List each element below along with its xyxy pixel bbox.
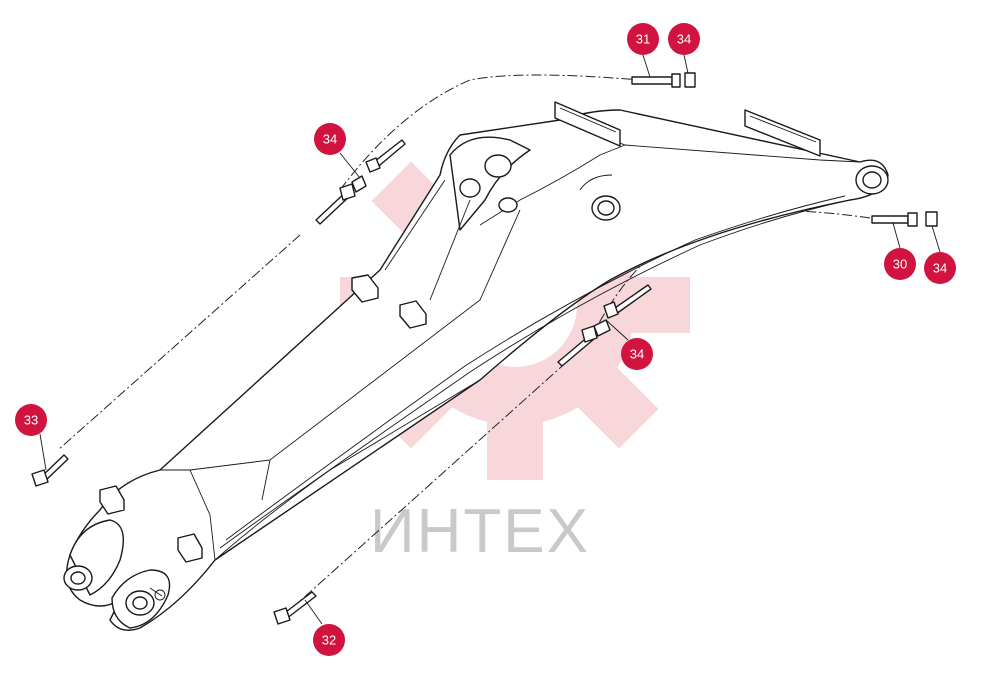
bolts bbox=[31, 72, 938, 625]
callout-30[interactable]: 30 bbox=[884, 248, 916, 280]
wear-pad-front-2 bbox=[177, 533, 203, 563]
svg-text:30: 30 bbox=[893, 257, 907, 272]
callout-32[interactable]: 32 bbox=[313, 624, 345, 656]
svg-text:33: 33 bbox=[24, 413, 38, 428]
callouts: 31 34 34 30 34 34 33 32 bbox=[15, 23, 956, 656]
callout-34-mid[interactable]: 34 bbox=[621, 338, 653, 370]
svg-text:34: 34 bbox=[677, 32, 691, 47]
bolt-33-icon bbox=[31, 454, 69, 487]
callout-34-right[interactable]: 34 bbox=[924, 252, 956, 284]
bolt-30-icon bbox=[871, 211, 938, 227]
wear-pad-top-right bbox=[744, 109, 821, 157]
svg-text:34: 34 bbox=[933, 261, 947, 276]
callout-34-top[interactable]: 34 bbox=[668, 23, 700, 55]
callout-34-upper-left[interactable]: 34 bbox=[314, 123, 346, 155]
wear-pad-mid-1 bbox=[351, 274, 379, 303]
leader-lines bbox=[39, 54, 941, 625]
wear-pad-top-left bbox=[554, 101, 621, 147]
bolt-mid-right-icon bbox=[557, 284, 652, 367]
bolt-upper-left-icon bbox=[315, 139, 406, 225]
svg-text:34: 34 bbox=[630, 347, 644, 362]
svg-text:32: 32 bbox=[322, 633, 336, 648]
svg-text:31: 31 bbox=[636, 32, 650, 47]
wear-pads bbox=[99, 101, 821, 563]
svg-text:34: 34 bbox=[323, 132, 337, 147]
bolt-31-icon bbox=[631, 72, 696, 88]
callout-31[interactable]: 31 bbox=[627, 23, 659, 55]
bolt-32-icon bbox=[273, 591, 317, 625]
wear-pad-front-1 bbox=[99, 485, 125, 515]
excavator-arm-body bbox=[63, 109, 889, 631]
watermark-text: ИНТЕХ bbox=[370, 497, 590, 566]
wear-pad-mid-2 bbox=[399, 300, 427, 329]
callout-33[interactable]: 33 bbox=[15, 404, 47, 436]
